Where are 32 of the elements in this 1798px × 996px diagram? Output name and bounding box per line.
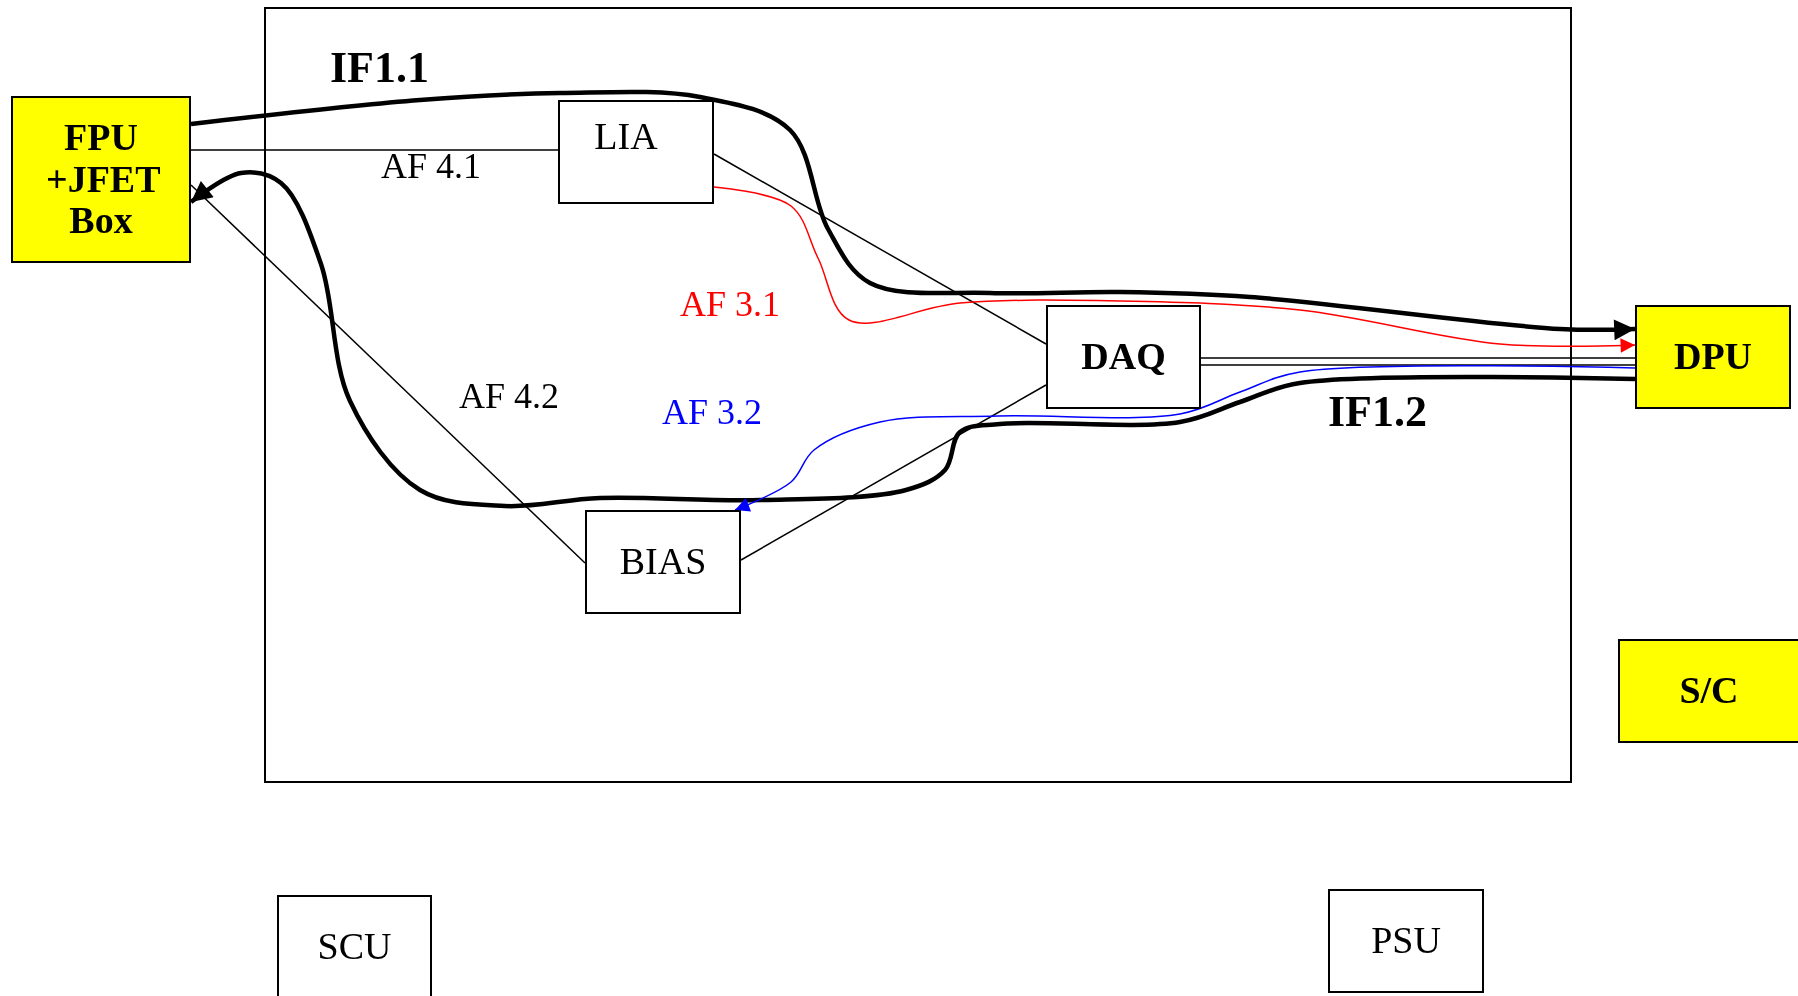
unit-box	[11, 96, 191, 263]
arrow	[190, 89, 1636, 341]
node-label: BIAS	[619, 541, 707, 583]
arrow	[189, 170, 1636, 509]
module-box	[585, 510, 741, 614]
connector-line	[713, 153, 1047, 345]
module-box	[558, 100, 714, 204]
unit-box	[1328, 889, 1484, 993]
signal-label: AF 3.2	[662, 394, 763, 430]
interface-label: IF1.2	[1328, 390, 1427, 434]
unit-box	[1635, 305, 1791, 409]
node-label: DPU	[1673, 336, 1753, 378]
connector-line	[190, 149, 559, 151]
signal-label: AF 4.1	[381, 148, 482, 184]
arrow	[734, 365, 1636, 512]
node-label: LIA	[594, 116, 658, 158]
node-label: S/C	[1679, 670, 1739, 712]
connector-line	[740, 384, 1047, 561]
arrow	[713, 186, 1636, 353]
connector-line	[1200, 357, 1636, 359]
unit-box	[1618, 639, 1798, 743]
node-label: DAQ	[1081, 336, 1166, 378]
connector-line	[190, 184, 586, 564]
unit-box	[277, 895, 432, 996]
signal-label: AF 3.1	[680, 286, 781, 322]
node-label: PSU	[1371, 920, 1441, 962]
system-frame	[264, 7, 1572, 783]
module-box	[1046, 305, 1201, 409]
node-label: SCU	[317, 926, 392, 968]
interface-label: IF1.1	[330, 46, 429, 90]
signal-label: AF 4.2	[459, 378, 560, 414]
connector-line	[1200, 364, 1636, 366]
